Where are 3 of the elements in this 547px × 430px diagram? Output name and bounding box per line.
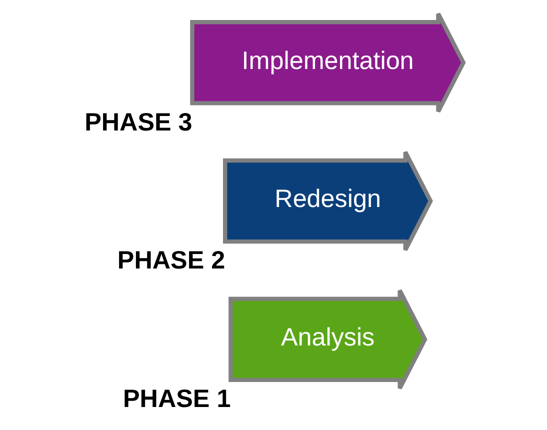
- node-label: PHASE 3: [84, 108, 192, 136]
- node-label: PHASE 1: [122, 385, 230, 414]
- node-label: PHASE 2: [116, 246, 225, 275]
